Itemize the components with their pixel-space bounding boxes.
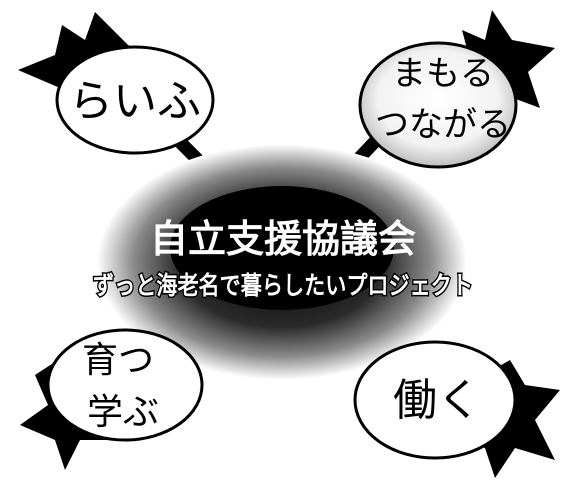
node-bottom-left-label-2: 学ぶ (87, 392, 159, 433)
node-top-right-label-2: つながる (375, 105, 511, 145)
center-core (170, 186, 394, 310)
node-bottom-left (46, 328, 204, 442)
center-title: 自立支援協議会 (150, 217, 416, 261)
node-top-right-label-1: まもる (392, 54, 494, 94)
node-bottom-right (353, 340, 517, 460)
node-top-left (55, 45, 215, 155)
node-top-left-label: らいふ (69, 76, 201, 127)
node-top-right (358, 41, 518, 169)
node-bottom-right-label: 働く (393, 375, 481, 426)
node-bottom-left-label-1: 育つ (82, 340, 154, 381)
center-subtitle: ずっと海老名で暮らしたいプロジェクト (93, 271, 473, 300)
